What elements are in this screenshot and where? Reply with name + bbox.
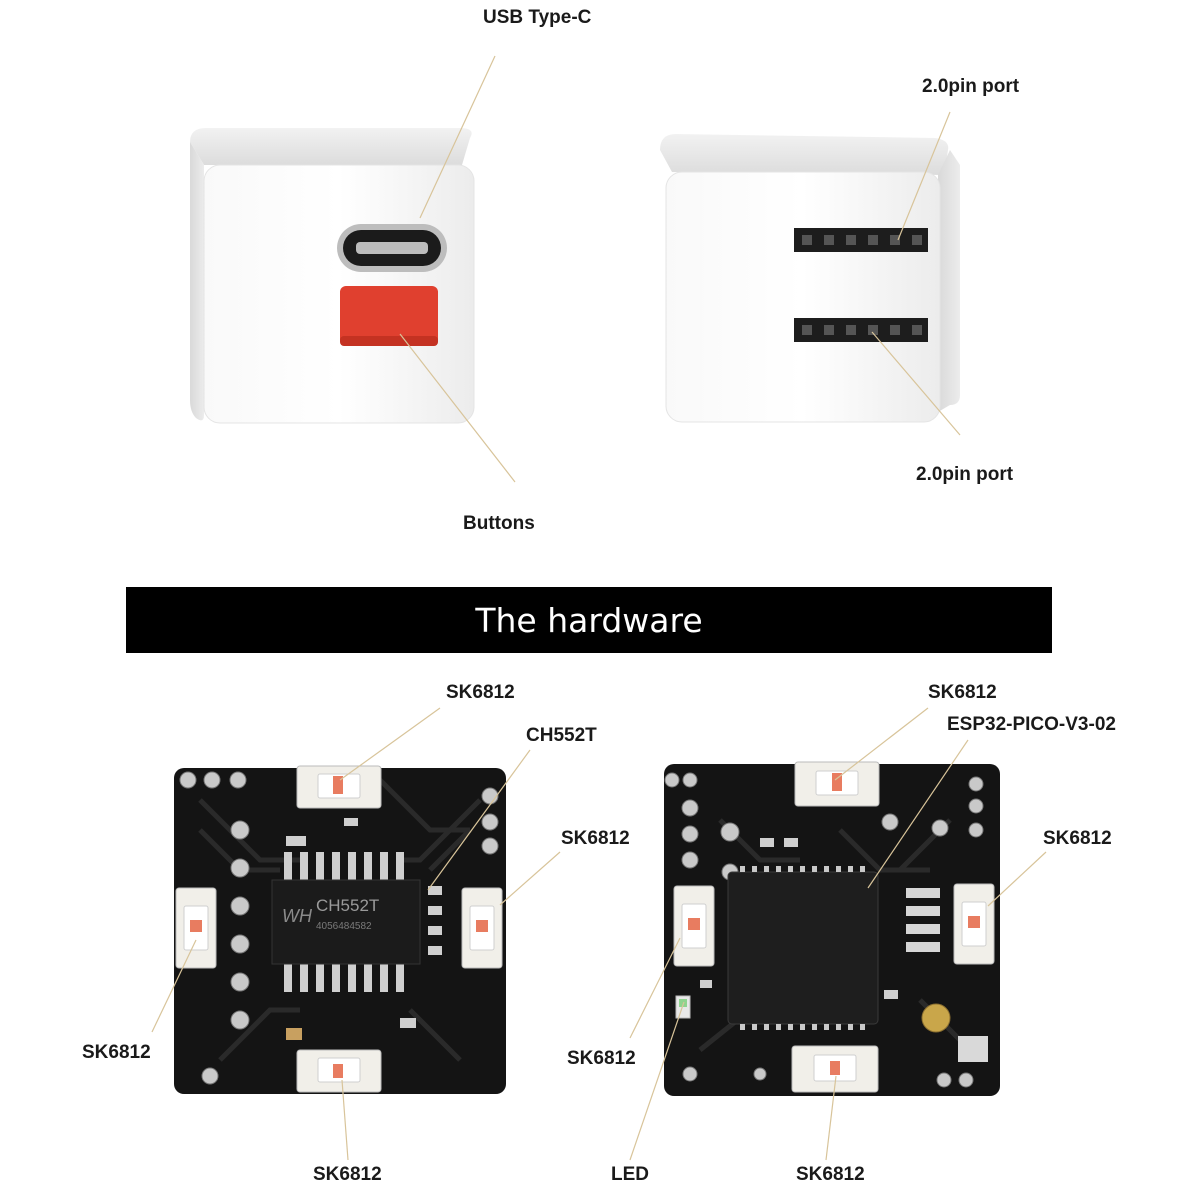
leader-esp32: [867, 739, 969, 889]
left-pcb-led-top: [296, 765, 382, 809]
left-sk6812-top-label: SK6812: [446, 682, 515, 703]
pin-port-top-label: 2.0pin port: [922, 76, 1020, 97]
leader-right-sk-right: [987, 851, 1047, 907]
usb-c-tongue: [356, 242, 428, 254]
right-cube-side-face: [938, 150, 960, 412]
left-pcb-smd: [286, 818, 442, 1040]
right-pcb-status-led: [675, 995, 691, 1019]
hardware-banner-title: The hardware: [475, 600, 703, 640]
left-cube-top-face: [190, 128, 472, 165]
esp32-label: ESP32-PICO-V3-02: [947, 714, 1116, 735]
leader-right-sk-bottom: [825, 1075, 837, 1161]
red-button: [340, 286, 438, 346]
right-pcb-resistor-array: [906, 888, 940, 952]
left-sk6812-right-label: SK6812: [561, 828, 630, 849]
leader-right-sk-left: [629, 937, 681, 1039]
pin-header-top: [794, 228, 928, 252]
right-cube-top-face: [660, 134, 949, 175]
leader-port-bottom: [871, 331, 961, 436]
left-cube: [190, 128, 475, 424]
right-pcb-smd: [700, 838, 898, 999]
esp32-body: [727, 871, 879, 1025]
leader-left-sk-right: [499, 851, 561, 906]
right-sk6812-left-label: SK6812: [567, 1048, 636, 1069]
left-sk6812-left-label: SK6812: [82, 1042, 151, 1063]
right-cube: [660, 134, 960, 423]
leader-right-sk-top: [834, 707, 929, 781]
leader-ch552t: [427, 749, 531, 891]
right-pcb-pads: [664, 772, 984, 1088]
leader-led: [629, 1001, 685, 1161]
ch552t-pins-top: [284, 852, 404, 882]
right-pcb-led-left: [673, 885, 715, 967]
top-leader-lines: [399, 55, 961, 483]
led-label: LED: [611, 1164, 649, 1185]
buttons-label: Buttons: [463, 513, 535, 534]
right-sk6812-top-label: SK6812: [928, 682, 997, 703]
left-pcb-led-right: [461, 887, 503, 969]
ch552t-pins-bottom: [284, 962, 404, 992]
esp32-pads: [740, 866, 865, 1030]
right-pcb: [664, 761, 1000, 1096]
right-pcb-led-top: [794, 761, 880, 807]
red-button-shadow: [340, 336, 438, 346]
ch552t-marking: CH552T: [316, 896, 379, 915]
left-pcb-pads: [179, 771, 499, 1085]
right-pcb-led-right: [953, 883, 995, 965]
leader-port-top: [897, 111, 951, 241]
leader-left-sk-top: [339, 707, 441, 781]
leader-left-sk-bottom: [341, 1079, 349, 1161]
usb-type-c-label: USB Type-C: [483, 7, 592, 28]
esp32-chip: [727, 866, 879, 1030]
ch552t-lot-code: 4056484582: [316, 921, 372, 932]
left-sk6812-bottom-label: SK6812: [313, 1164, 382, 1185]
left-pcb: CH552T 4056484582 WH: [174, 765, 506, 1094]
right-sk6812-bottom-label: SK6812: [796, 1164, 865, 1185]
left-cube-side-face: [190, 142, 204, 421]
gold-capacitor: [921, 1003, 951, 1033]
leader-usb: [419, 55, 496, 219]
ch552t-body: [271, 879, 421, 965]
right-pcb-component: [958, 1036, 988, 1062]
right-sk6812-right-label: SK6812: [1043, 828, 1112, 849]
left-pcb-led-left: [175, 887, 217, 969]
right-pcb-led-bottom: [791, 1045, 879, 1093]
right-cube-front-face: [665, 171, 941, 423]
left-pcb-led-bottom: [296, 1049, 382, 1093]
hardware-banner: The hardware: [126, 587, 1052, 653]
leader-buttons: [399, 333, 516, 483]
bottom-leader-lines: [151, 707, 1047, 1161]
ch552t-logo: WH: [282, 906, 313, 926]
ch552t-chip: CH552T 4056484582 WH: [271, 852, 421, 992]
pin-header-bottom: [794, 318, 928, 342]
leader-left-sk-left: [151, 939, 197, 1033]
pin-port-bottom-label: 2.0pin port: [916, 464, 1014, 485]
ch552t-label: CH552T: [526, 725, 597, 746]
